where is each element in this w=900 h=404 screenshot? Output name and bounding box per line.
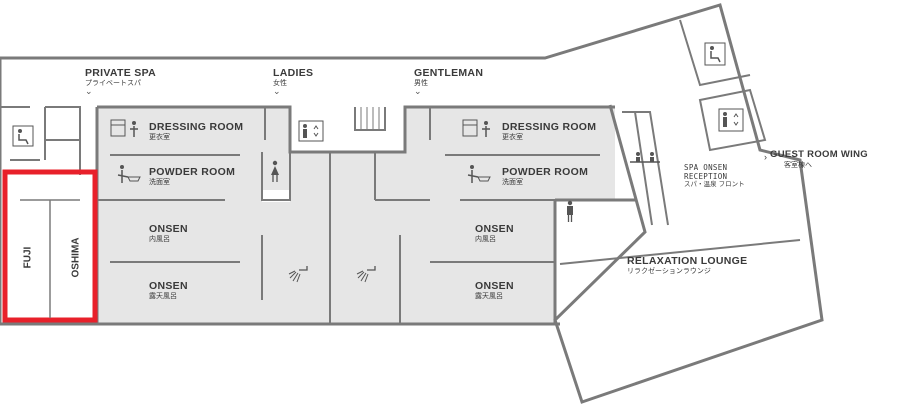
changing-room-icon (110, 119, 138, 137)
room-onsen-indoor-gent[interactable]: ONSEN 内風呂 (475, 223, 514, 243)
shower-icon (356, 266, 376, 283)
room-name-jp: 更衣室 (149, 133, 170, 142)
room-onsen-outdoor-ladies[interactable]: ONSEN 露天風呂 (149, 280, 188, 300)
shower-icon (288, 266, 308, 283)
gentleman-label-jp: 男性 (414, 79, 428, 88)
chevron-down-icon: ⌄ (414, 87, 422, 98)
area-private-spa[interactable]: PRIVATE SPA プライベートスパ ⌄ (85, 67, 156, 97)
male-icon (567, 200, 573, 222)
room-name: ONSEN (149, 223, 188, 235)
room-powder-ladies[interactable]: POWDER ROOM 洗面室 (149, 166, 235, 186)
room-name-jp: 更衣室 (502, 133, 523, 142)
room-name-jp: 露天風呂 (149, 292, 177, 301)
guest-room-wing-label-jp: 客室棟へ (784, 160, 812, 169)
area-ladies[interactable]: LADIES 女性 ⌄ (273, 67, 313, 97)
private-spa-divider (20, 199, 80, 318)
chevron-right-icon: › (764, 152, 767, 162)
room-name: POWDER ROOM (149, 166, 236, 178)
reception-label-jp: スパ・温泉 フロント (684, 180, 745, 189)
room-name-jp: 内風呂 (475, 235, 496, 244)
reception-desk-icon (630, 152, 660, 163)
room-name-jp: 洗面室 (149, 178, 170, 187)
chevron-down-icon: ⌄ (273, 87, 281, 98)
room-dressing-gent[interactable]: DRESSING ROOM 更衣室 (502, 121, 596, 141)
ladies-label-jp: 女性 (273, 79, 287, 88)
accessible-toilet-icon (704, 42, 726, 66)
room-name: ONSEN (149, 280, 188, 292)
room-powder-gent[interactable]: POWDER ROOM 洗面室 (502, 166, 588, 186)
private-spa-label-jp: プライベートスパ (85, 79, 141, 88)
room-name: DRESSING ROOM (502, 121, 597, 133)
room-dressing-ladies[interactable]: DRESSING ROOM 更衣室 (149, 121, 243, 141)
female-icon (271, 160, 279, 182)
changing-room-icon (462, 119, 490, 137)
relaxation-lounge[interactable]: RELAXATION LOUNGE リラクゼーションラウンジ (627, 255, 747, 275)
stair-steps (360, 107, 380, 130)
vanity-icon (467, 165, 491, 183)
spa-onsen-reception[interactable]: SPA ONSEN RECEPTION スパ・温泉 フロント (684, 163, 745, 189)
area-guest-room-wing[interactable]: GUEST ROOM WING 客室棟へ (770, 149, 868, 169)
accessible-toilet-icon (12, 125, 34, 147)
room-name: DRESSING ROOM (149, 121, 244, 133)
elevator-icon (298, 120, 324, 142)
room-name-jp: 露天風呂 (475, 292, 503, 301)
guest-room-wing-label: GUEST ROOM WING (770, 149, 868, 160)
reception-label-2: RECEPTION (684, 171, 728, 181)
vanity-icon (117, 165, 141, 183)
ladies-label: LADIES (273, 67, 314, 79)
room-onsen-outdoor-gent[interactable]: ONSEN 露天風呂 (475, 280, 514, 300)
private-spa-label: PRIVATE SPA (85, 67, 156, 79)
room-name: RELAXATION LOUNGE (627, 255, 748, 267)
area-gentleman[interactable]: GENTLEMAN 男性 ⌄ (414, 67, 483, 97)
room-name-jp: 洗面室 (502, 178, 523, 187)
room-name: POWDER ROOM (502, 166, 589, 178)
private-spa-fuji[interactable]: FUJI (22, 246, 34, 269)
room-name: ONSEN (475, 223, 514, 235)
gentleman-label: GENTLEMAN (414, 67, 484, 79)
interior-walls (0, 19, 801, 324)
chevron-down-icon: ⌄ (85, 87, 93, 98)
private-spa-highlight[interactable] (2, 169, 98, 323)
room-name-jp: リラクゼーションラウンジ (627, 267, 711, 276)
room-name: ONSEN (475, 280, 514, 292)
room-onsen-indoor-ladies[interactable]: ONSEN 内風呂 (149, 223, 188, 243)
private-spa-oshima[interactable]: OSHIMA (70, 237, 82, 278)
elevator-icon (718, 108, 744, 132)
room-name-jp: 内風呂 (149, 235, 170, 244)
reception-label-1: SPA ONSEN (684, 163, 728, 172)
